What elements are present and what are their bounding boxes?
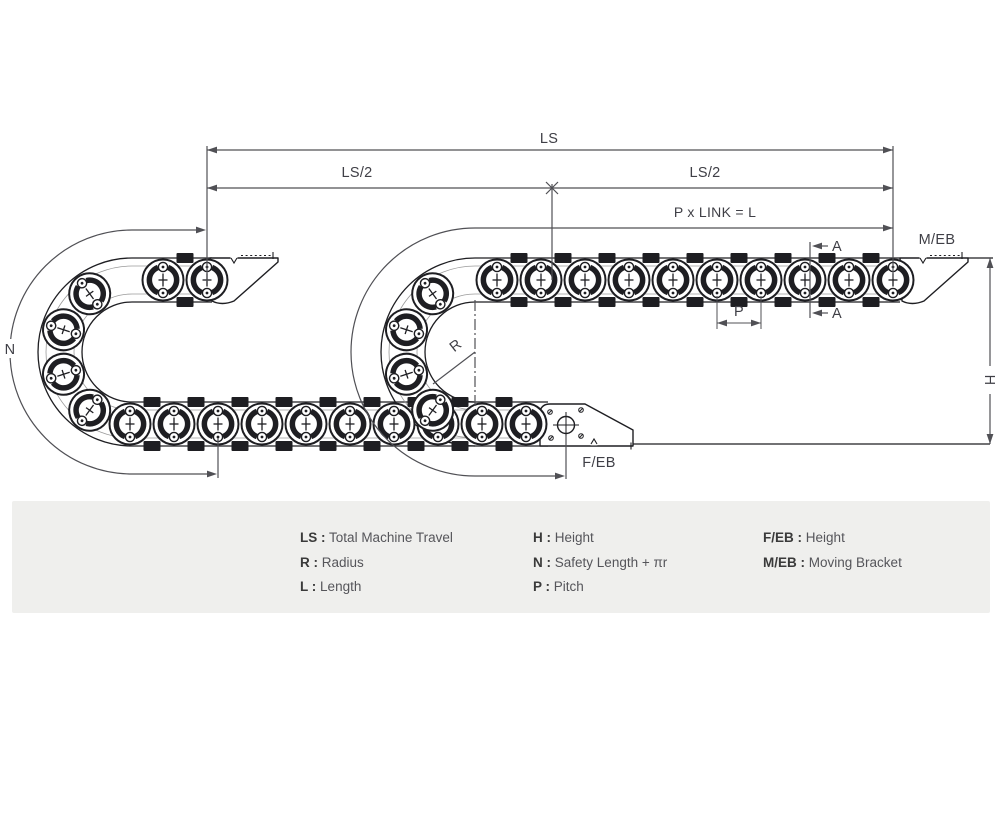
legend-entry: F/EB : Height bbox=[763, 530, 845, 545]
ls-half-right-label: LS/2 bbox=[689, 165, 720, 181]
legend-entry: LS : Total Machine Travel bbox=[300, 530, 453, 545]
cable-chain-drawing bbox=[37, 252, 993, 451]
dimension-arrowheads bbox=[196, 146, 994, 480]
ls-half-left-label: LS/2 bbox=[341, 165, 372, 181]
dimension-layer bbox=[1, 146, 997, 480]
pitch-label: P bbox=[734, 304, 744, 320]
label-masks bbox=[1, 332, 997, 394]
section-a-top-label: A bbox=[832, 239, 842, 255]
chain-length-label: P x LINK = L bbox=[674, 204, 756, 220]
legend-column-2: H : Height N : Safety Length + πr P : Pi… bbox=[533, 526, 667, 600]
legend-panel: L = LS 2 + N LS : Total Machine Travel R… bbox=[12, 501, 990, 613]
legend-entry: P : Pitch bbox=[533, 579, 584, 594]
legend-entry: M/EB : Moving Bracket bbox=[763, 554, 902, 570]
legend-entry: L : Length bbox=[300, 579, 362, 594]
chain-length-dimension-path bbox=[350, 227, 893, 477]
height-label: H bbox=[981, 375, 997, 386]
legend-entry: H : Height bbox=[533, 530, 594, 545]
legend-entry: N : Safety Length + πr bbox=[533, 554, 668, 570]
legend-entry: R : Radius bbox=[300, 554, 364, 570]
moving-bracket-label: M/EB bbox=[919, 232, 956, 248]
extension-lines bbox=[206, 146, 894, 479]
ls-half-dimension-line bbox=[207, 181, 893, 195]
radius-dimension bbox=[432, 300, 476, 406]
ls-label: LS bbox=[540, 131, 558, 147]
section-a-bottom-label: A bbox=[832, 306, 842, 322]
safety-length-label: N bbox=[5, 342, 16, 358]
fixed-bracket-label: F/EB bbox=[582, 455, 615, 471]
legend-column-1: LS : Total Machine Travel R : Radius L :… bbox=[300, 526, 453, 600]
legend-column-3: F/EB : Height M/EB : Moving Bracket bbox=[763, 526, 902, 575]
